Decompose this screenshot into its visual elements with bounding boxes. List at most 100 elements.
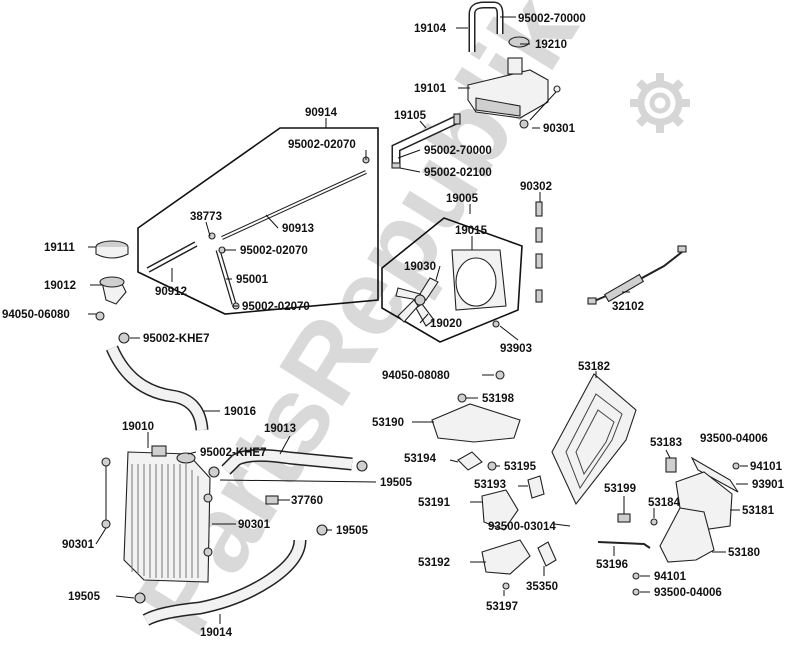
label-19020: 19020 xyxy=(430,318,462,330)
plate-53192 xyxy=(481,539,531,575)
label-32102: 32102 xyxy=(612,301,644,313)
gear-icon xyxy=(630,73,690,133)
label-19101: 19101 xyxy=(414,83,447,95)
label-19013: 19013 xyxy=(264,423,296,435)
label-19005: 19005 xyxy=(446,193,479,205)
clip-53199 xyxy=(617,513,631,523)
label-19104: 19104 xyxy=(414,23,447,35)
hose-19013 xyxy=(208,448,368,478)
label-93500-04006-a: 93500-04006 xyxy=(700,433,768,445)
label-95002-02070-b: 95002-02070 xyxy=(240,245,308,257)
label-19505-b: 19505 xyxy=(336,525,369,537)
hose-90913 xyxy=(221,170,367,240)
bracket-53190 xyxy=(431,403,521,443)
label-19010: 19010 xyxy=(122,421,154,433)
label-95002-02070-a: 95002-02070 xyxy=(288,139,356,151)
label-53193: 53193 xyxy=(474,479,506,491)
label-19015: 19015 xyxy=(455,225,488,237)
duct-53180 xyxy=(659,507,715,563)
harness-32102 xyxy=(587,245,687,305)
label-35350: 35350 xyxy=(526,581,558,593)
label-53182: 53182 xyxy=(578,361,610,373)
rod-53196 xyxy=(597,541,651,549)
label-93903: 93903 xyxy=(500,343,532,355)
reservoir-hose-19105 xyxy=(391,113,461,169)
label-95002-KHE7-b: 95002-KHE7 xyxy=(200,447,266,459)
label-53190: 53190 xyxy=(372,417,404,429)
screw-94101 xyxy=(732,462,740,470)
radiator-cap-19111 xyxy=(95,240,129,259)
screw-53197 xyxy=(502,582,510,590)
label-94101-b: 94101 xyxy=(654,571,687,583)
label-93901: 93901 xyxy=(752,479,785,491)
leader-lines xyxy=(88,16,748,624)
bracket-53195 xyxy=(487,461,497,471)
group-frame-19005 xyxy=(381,217,523,343)
label-53196: 53196 xyxy=(596,559,628,571)
label-19016: 19016 xyxy=(224,406,256,418)
label-19210: 19210 xyxy=(535,39,567,51)
label-94101-a: 94101 xyxy=(750,461,783,473)
label-53184: 53184 xyxy=(648,497,681,509)
label-53194: 53194 xyxy=(404,453,437,465)
hose-19014 xyxy=(134,524,328,626)
clamp-95002-KHE7 xyxy=(118,332,130,344)
label-90301-c: 90301 xyxy=(62,539,95,551)
radiator-19010 xyxy=(123,445,211,583)
bracket-53194 xyxy=(457,451,483,471)
bolt-94050-06080 xyxy=(95,311,105,321)
label-53192: 53192 xyxy=(418,557,450,569)
label-53195: 53195 xyxy=(504,461,537,473)
label-90914: 90914 xyxy=(305,107,338,119)
label-95002-02100: 95002-02100 xyxy=(424,167,492,179)
fan-screws-93903 xyxy=(492,320,500,328)
bracket-93901 xyxy=(690,456,739,493)
label-95002-70000-a: 95002-70000 xyxy=(518,13,586,25)
label-90301-a: 90301 xyxy=(543,123,576,135)
label-19030: 19030 xyxy=(404,261,436,273)
hose-90912 xyxy=(146,241,198,273)
label-53199: 53199 xyxy=(604,483,636,495)
part-53183 xyxy=(665,457,677,473)
label-93500-04006-b: 93500-04006 xyxy=(654,587,722,599)
fan-shroud-19015 xyxy=(451,249,507,311)
label-95002-KHE7-a: 95002-KHE7 xyxy=(143,333,209,345)
label-53181: 53181 xyxy=(742,505,775,517)
reservoir-cap-19210 xyxy=(508,36,530,48)
label-53180: 53180 xyxy=(728,547,760,559)
label-90912: 90912 xyxy=(155,286,187,298)
reservoir-bolt-90301 xyxy=(519,85,561,129)
label-90913: 90913 xyxy=(282,223,314,235)
hose-19016 xyxy=(106,345,209,431)
label-38773: 38773 xyxy=(190,211,222,223)
label-53197: 53197 xyxy=(486,601,518,613)
bolt-94050-08080 xyxy=(495,370,505,380)
label-19012: 19012 xyxy=(44,280,76,292)
screws-lower-right xyxy=(632,572,640,596)
fan-blade-19030 xyxy=(395,277,439,327)
label-19014: 19014 xyxy=(200,627,233,639)
label-93500-03014: 93500-03014 xyxy=(488,521,556,533)
label-19105: 19105 xyxy=(394,110,427,122)
reservoir-tank-19101 xyxy=(467,57,549,119)
label-95002-70000-b: 95002-70000 xyxy=(424,145,492,157)
label-95002-02070-c: 95002-02070 xyxy=(242,301,310,313)
label-94050-08080: 94050-08080 xyxy=(382,370,450,382)
label-90301-b: 90301 xyxy=(238,519,271,531)
hose-95001 xyxy=(215,249,237,305)
clamps-90914 xyxy=(208,156,370,310)
label-19505-c: 19505 xyxy=(68,591,101,603)
washer-53198 xyxy=(457,393,467,403)
label-37760: 37760 xyxy=(291,495,323,507)
label-53198: 53198 xyxy=(482,393,515,405)
label-95001: 95001 xyxy=(236,274,269,286)
group-frame-90914 xyxy=(137,127,379,315)
label-94050-06080: 94050-06080 xyxy=(2,309,70,321)
radiator-grille-53182 xyxy=(551,373,637,506)
label-90302: 90302 xyxy=(520,181,552,193)
overflow-hose-19104 xyxy=(468,1,504,52)
label-53183: 53183 xyxy=(650,437,682,449)
plate-53191 xyxy=(481,489,519,531)
